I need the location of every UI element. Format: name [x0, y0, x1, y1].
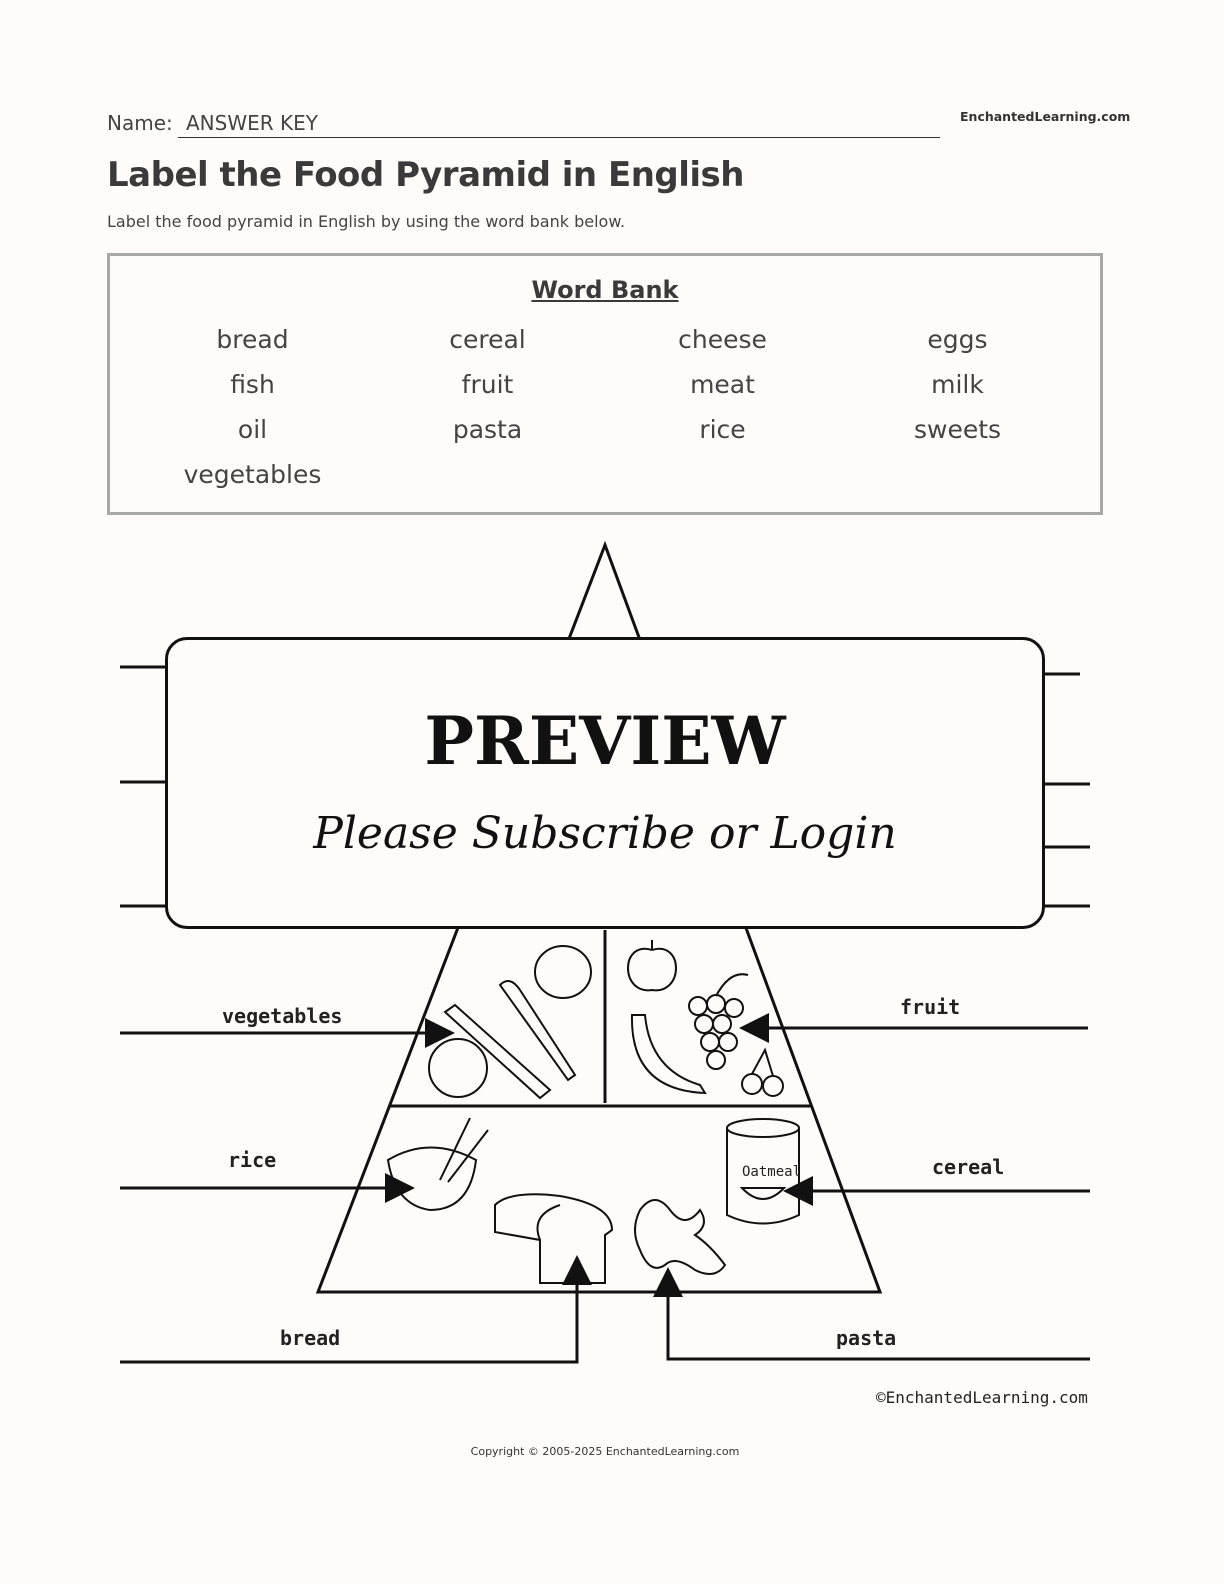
word-bank-item: fruit	[461, 370, 514, 399]
word-bank-item: rice	[699, 415, 746, 444]
word-bank-item: eggs	[927, 325, 988, 354]
page-title: Label the Food Pyramid in English	[107, 155, 745, 195]
name-label: Name:	[107, 111, 173, 135]
word-bank-item: sweets	[913, 415, 1002, 444]
grapes-icon	[688, 973, 749, 1070]
bread-pointer	[120, 1255, 592, 1364]
pasta-pointer	[653, 1267, 1090, 1361]
word-bank-item: cheese	[678, 325, 767, 354]
can-label: Oatmeal	[742, 1164, 801, 1180]
image-credit: ©EnchantedLearning.com	[876, 1388, 1088, 1407]
cherries-icon	[741, 1047, 784, 1097]
word-bank-item: milk	[931, 370, 984, 399]
site-logo: EnchantedLearning.com	[960, 109, 1131, 124]
word-bank-item: pasta	[452, 415, 523, 444]
label-fruit: fruit	[900, 995, 960, 1019]
word-bank-item: oil	[237, 415, 268, 444]
label-vegetables: vegetables	[222, 1004, 342, 1028]
word-bank: Word Bank bread cereal cheese eggs fish fruit…	[107, 253, 1103, 515]
apple-icon	[627, 940, 677, 992]
food-illustrations	[386, 940, 800, 1284]
word-bank-item: bread	[216, 325, 289, 354]
potato-icon	[534, 945, 592, 999]
instructions: Label the food pyramid in English by usi…	[107, 212, 626, 231]
carrot-icon	[498, 980, 577, 1082]
word-bank-item: cereal	[449, 325, 526, 354]
banana-icon	[630, 1014, 707, 1095]
preview-title: PREVIEW	[424, 702, 786, 780]
name-value: ANSWER KEY	[186, 111, 318, 135]
preview-overlay[interactable]: PREVIEW Please Subscribe or Login	[165, 637, 1045, 929]
celery-icon	[443, 1003, 552, 1100]
word-bank-item: fish	[230, 370, 275, 399]
word-bank-item: vegetables	[183, 460, 322, 489]
oatmeal-can-icon	[726, 1118, 800, 1225]
label-pasta: pasta	[836, 1326, 896, 1350]
bread-loaf-icon	[494, 1193, 614, 1284]
name-line	[178, 137, 940, 138]
subscribe-login-link[interactable]: Please Subscribe or Login	[313, 808, 897, 859]
rice-bowl-icon	[386, 1117, 489, 1212]
label-rice: rice	[228, 1148, 276, 1172]
copyright: Copyright © 2005-2025 EnchantedLearning.…	[470, 1445, 740, 1458]
tomato-icon	[428, 1038, 488, 1098]
word-bank-grid: bread cereal cheese eggs fish fruit meat milk oi…	[110, 322, 1100, 492]
word-bank-title: Word Bank	[531, 276, 679, 304]
word-bank-item: meat	[690, 370, 755, 399]
label-bread: bread	[280, 1326, 340, 1350]
pasta-icon	[634, 1199, 727, 1275]
label-cereal: cereal	[932, 1155, 1004, 1179]
